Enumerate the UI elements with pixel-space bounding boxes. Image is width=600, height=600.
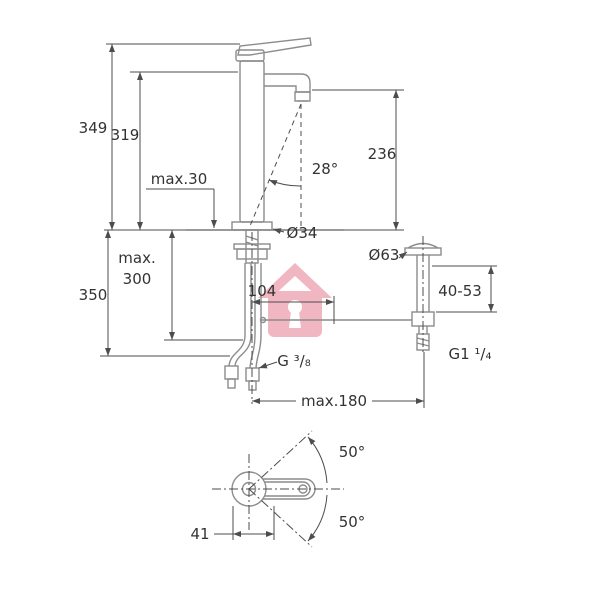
dim-label-104: 104 <box>248 282 277 300</box>
dimension-lines-top <box>212 430 344 548</box>
watermark-logo <box>258 263 332 337</box>
dim-label-28deg: 28° <box>312 160 339 178</box>
faucet-front-view <box>186 37 412 391</box>
dim-label-g38: G ³/₈ <box>277 352 310 370</box>
dimension-lines-front <box>100 43 497 408</box>
dim-label-dia34: Ø34 <box>287 224 318 242</box>
dim-label-50deg-top: 50° <box>339 443 366 461</box>
lever-handle <box>237 37 312 56</box>
dim-label-50deg-bottom: 50° <box>339 513 366 531</box>
dim-label-max300-line1: max. <box>118 249 155 267</box>
dim-label-319: 319 <box>111 126 140 144</box>
faucet-body <box>239 60 265 223</box>
spout <box>264 73 311 93</box>
base-escutcheon <box>231 221 273 231</box>
dim-label-236: 236 <box>368 145 397 163</box>
dim-label-max300-line2: 300 <box>123 270 152 288</box>
dim-label-350: 350 <box>79 286 108 304</box>
dim-label-max180: max.180 <box>301 392 367 410</box>
dim-label-max30: max.30 <box>151 170 208 188</box>
dim-label-41: 41 <box>190 525 209 543</box>
dim-label-dia63: Ø63 <box>369 246 400 264</box>
aerator <box>294 91 311 102</box>
dim-label-g114: G1 ¹/₄ <box>448 345 491 363</box>
dim-label-349: 349 <box>79 119 108 137</box>
dim-label-40-53: 40-53 <box>438 282 482 300</box>
